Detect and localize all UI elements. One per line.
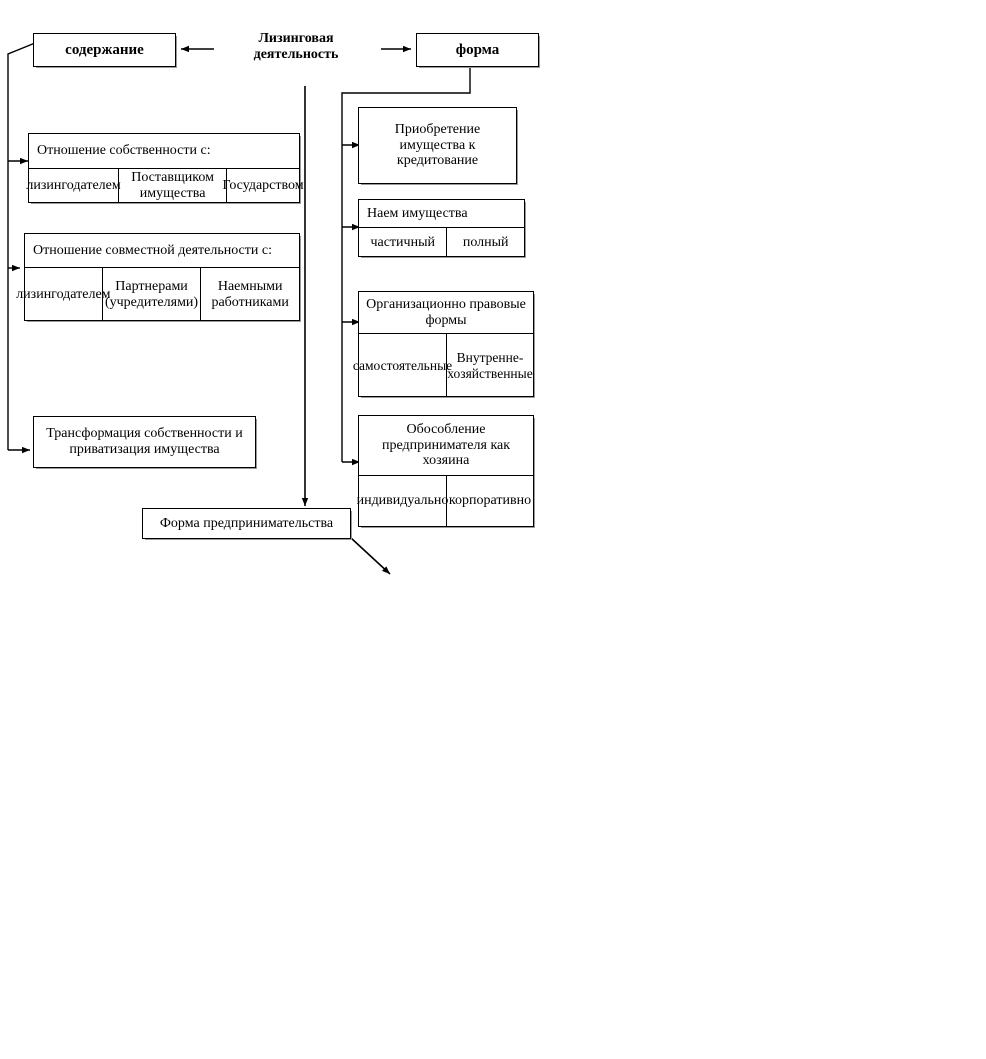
block-cells: частичный полный bbox=[359, 227, 524, 257]
block-header: Отношение совместной деятельности с: bbox=[33, 242, 272, 258]
block-cells: самостоятельные Внутренне-хозяйственные bbox=[352, 333, 533, 397]
block-cell[interactable]: самостоятельные bbox=[352, 357, 453, 373]
block-cell[interactable]: индивидуально bbox=[356, 493, 449, 509]
block-cell[interactable]: Наемными работниками bbox=[200, 268, 299, 321]
block-cells: лизингодателем Партнерами (учредителями)… bbox=[16, 267, 299, 321]
block-header: Приобретение имущества к кредитование bbox=[394, 121, 481, 169]
block-cells: лизингодателем Поставщиком имущества Гос… bbox=[26, 168, 304, 203]
block-header: Трансформация собственности и приватизац… bbox=[46, 426, 243, 457]
center-title: Лизинговая деятельность bbox=[236, 31, 356, 63]
block-cell[interactable]: лизингодателем bbox=[26, 178, 121, 194]
block-obosoblenie-predprinimatelya[interactable]: Обособление предпринимателя как хозяина … bbox=[356, 415, 534, 527]
wire-bottom-diagonal bbox=[350, 537, 391, 575]
block-otnoshenie-sobstvennosti[interactable]: Отношение собственности с: лизингодателе… bbox=[26, 133, 304, 203]
block-cells: индивидуально корпоративно bbox=[356, 475, 533, 526]
block-header: Обособление предпринимателя как хозяина bbox=[381, 421, 511, 469]
center-title-line1: Лизинговая bbox=[258, 31, 334, 46]
block-organizatsionno-pravovye-formy[interactable]: Организационно правовые формы самостояте… bbox=[352, 291, 534, 397]
root-label-soderzhanie: содержание bbox=[65, 41, 144, 58]
block-header: Наем имущества bbox=[367, 205, 468, 221]
block-cell[interactable]: Внутренне-хозяйственные bbox=[446, 334, 533, 397]
root-box-soderzhanie[interactable]: содержание bbox=[33, 33, 176, 67]
block-transformatsiya-sobstvennosti[interactable]: Трансформация собственности и приватизац… bbox=[33, 416, 256, 468]
block-cell[interactable]: частичный bbox=[370, 234, 435, 250]
block-naem-imushchestva[interactable]: Наем имущества частичный полный bbox=[358, 199, 525, 257]
block-header: Отношение собственности с: bbox=[37, 143, 211, 159]
root-box-forma[interactable]: форма bbox=[416, 33, 539, 67]
block-otnoshenie-sovmestnoy-deyatelnosti[interactable]: Отношение совместной деятельности с: лиз… bbox=[16, 233, 300, 321]
block-header: Форма предпринимательства bbox=[159, 515, 334, 531]
block-cell[interactable]: корпоративно bbox=[446, 476, 533, 526]
block-cell[interactable]: лизингодателем bbox=[16, 286, 111, 302]
block-cell[interactable]: Поставщиком имущества bbox=[118, 169, 226, 203]
block-cell[interactable]: Партнерами (учредителями) bbox=[101, 268, 201, 321]
block-cell[interactable]: Государством bbox=[222, 169, 304, 203]
center-title-line2: деятельность bbox=[253, 47, 339, 63]
block-forma-predprinimatelstva[interactable]: Форма предпринимательства bbox=[142, 508, 351, 539]
block-priobretenie-imushchestva[interactable]: Приобретение имущества к кредитование bbox=[358, 107, 517, 184]
block-cell[interactable]: полный bbox=[446, 228, 524, 257]
block-header: Организационно правовые формы bbox=[366, 296, 526, 328]
root-label-forma: форма bbox=[455, 41, 500, 58]
